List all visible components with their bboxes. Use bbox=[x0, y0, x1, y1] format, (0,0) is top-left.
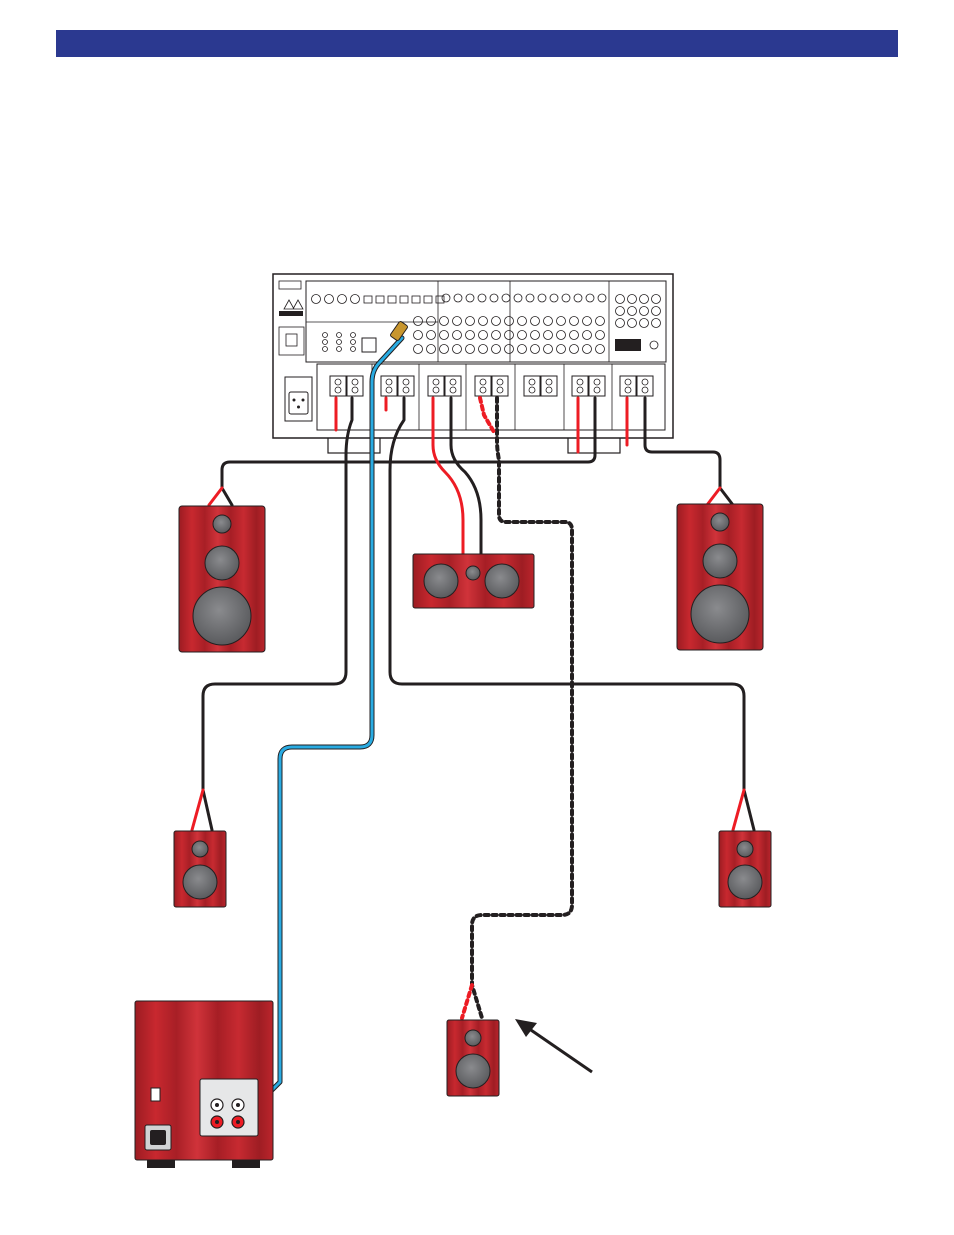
av-receiver bbox=[273, 274, 673, 453]
rca-plug-icon bbox=[243, 321, 408, 1115]
surround-left-speaker bbox=[174, 831, 226, 907]
speaker-wires bbox=[192, 338, 754, 1100]
front-left-speaker bbox=[179, 506, 265, 652]
center-speaker bbox=[413, 554, 534, 608]
subwoofer bbox=[135, 1001, 273, 1168]
optional-speaker bbox=[447, 1020, 499, 1096]
arrow-icon bbox=[515, 1019, 592, 1072]
surround-right-speaker bbox=[719, 831, 771, 907]
front-right-speaker bbox=[677, 504, 763, 650]
